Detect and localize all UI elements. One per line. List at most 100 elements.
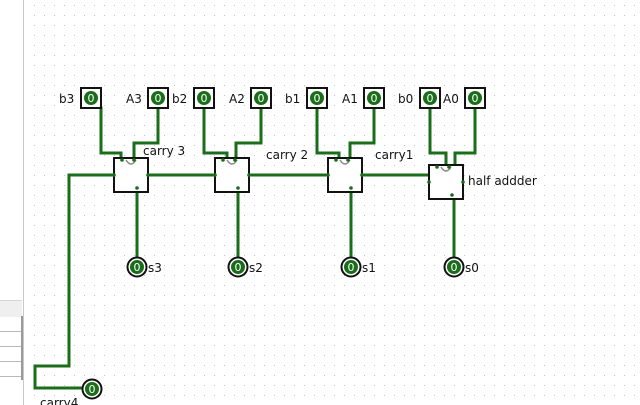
grid-dot (464, 155, 465, 156)
pin-state-led (84, 91, 98, 105)
grid-dot (504, 195, 505, 196)
adder-body[interactable] (113, 157, 149, 193)
input-label: b0 (398, 92, 413, 106)
grid-dot (514, 285, 515, 286)
grid-dot (244, 285, 245, 286)
grid-dot (154, 75, 155, 76)
grid-dot (44, 155, 45, 156)
grid-dot (334, 65, 335, 66)
adder-body[interactable] (214, 157, 250, 193)
grid-dot (334, 325, 335, 326)
grid-dot (114, 315, 115, 316)
grid-dot (64, 195, 65, 196)
grid-dot (574, 325, 575, 326)
grid-dot (454, 5, 455, 6)
grid-dot (224, 215, 225, 216)
panel-row[interactable] (0, 362, 22, 377)
grid-dot (364, 155, 365, 156)
grid-dot (244, 95, 245, 96)
grid-dot (54, 325, 55, 326)
grid-dot (314, 35, 315, 36)
grid-dot (214, 265, 215, 266)
grid-dot (414, 135, 415, 136)
full-adder-fa1[interactable] (326, 157, 364, 193)
grid-dot (374, 315, 375, 316)
grid-dot (64, 345, 65, 346)
grid-dot (94, 45, 95, 46)
grid-dot (294, 315, 295, 316)
full-adder-fa3[interactable] (112, 157, 150, 193)
grid-dot (554, 95, 555, 96)
input-pin-A3[interactable]: 0A3 (126, 87, 169, 109)
grid-dot (544, 225, 545, 226)
grid-dot (224, 345, 225, 346)
grid-dot (544, 265, 545, 266)
grid-dot (264, 285, 265, 286)
grid-dot (264, 45, 265, 46)
grid-dot (444, 305, 445, 306)
pin-state-led (468, 91, 482, 105)
grid-dot (344, 285, 345, 286)
grid-dot (114, 65, 115, 66)
grid-dot (594, 295, 595, 296)
adder-body[interactable] (428, 164, 464, 200)
grid-dot (594, 365, 595, 366)
grid-dot (164, 235, 165, 236)
half-adder-ha0[interactable] (427, 164, 465, 200)
grid-dot (144, 5, 145, 6)
grid-dot (284, 285, 285, 286)
full-adder-fa2[interactable] (213, 157, 251, 193)
grid-dot (524, 345, 525, 346)
grid-dot (394, 185, 395, 186)
grid-dot (614, 265, 615, 266)
grid-dot (124, 245, 125, 246)
grid-dot (194, 305, 195, 306)
grid-dot (344, 15, 345, 16)
input-pin-A1[interactable]: 0A1 (342, 87, 385, 109)
panel-row[interactable] (0, 347, 22, 362)
grid-dot (464, 245, 465, 246)
grid-dot (504, 155, 505, 156)
grid-dot (274, 65, 275, 66)
grid-dot (614, 365, 615, 366)
grid-dot (224, 275, 225, 276)
grid-dot (274, 245, 275, 246)
grid-dot (634, 165, 635, 166)
grid-dot (474, 245, 475, 246)
grid-dot (294, 205, 295, 206)
grid-dot (144, 105, 145, 106)
grid-dot (334, 55, 335, 56)
grid-dot (224, 135, 225, 136)
grid-dot (84, 85, 85, 86)
grid-dot (264, 15, 265, 16)
grid-dot (114, 375, 115, 376)
adder-body[interactable] (327, 157, 363, 193)
input-pin-A2[interactable]: 0A2 (229, 87, 272, 109)
panel-scrollbar[interactable] (21, 316, 23, 380)
panel-row[interactable] (0, 317, 22, 332)
input-pin-b2[interactable]: 0b2 (172, 87, 215, 109)
grid-dot (224, 395, 225, 396)
input-pin-b1[interactable]: 0b1 (285, 87, 328, 109)
grid-dot (614, 185, 615, 186)
grid-dot (494, 175, 495, 176)
input-pin-A0[interactable]: 0A0 (443, 87, 486, 109)
wire-b1 (315, 106, 341, 162)
grid-dot (564, 105, 565, 106)
grid-dot (84, 345, 85, 346)
input-pin-b3[interactable]: 0b3 (59, 87, 102, 109)
grid-dot (64, 125, 65, 126)
panel-row[interactable] (0, 332, 22, 347)
grid-dot (524, 15, 525, 16)
input-pin-b0[interactable]: 0b0 (398, 87, 441, 109)
grid-dot (214, 5, 215, 6)
grid-dot (354, 235, 355, 236)
grid-dot (414, 225, 415, 226)
grid-dot (144, 145, 145, 146)
